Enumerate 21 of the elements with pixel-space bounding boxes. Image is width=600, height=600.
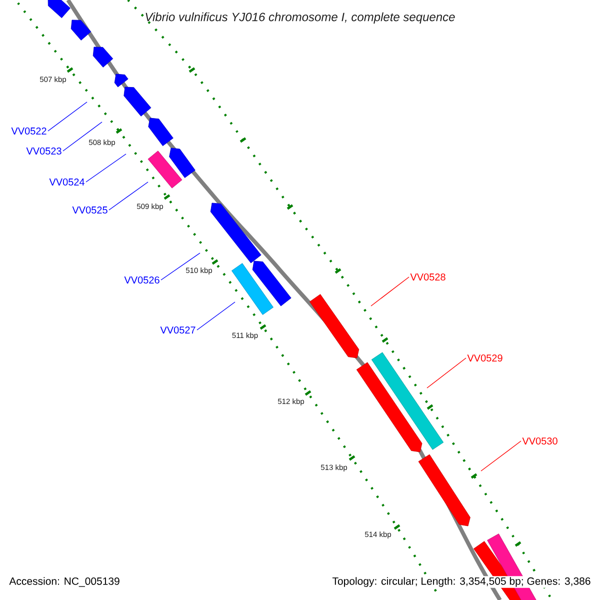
leader-line (62, 122, 102, 152)
gene-label: VV0525 (72, 206, 108, 214)
leader-line (426, 358, 466, 388)
gene-label: VV0528 (410, 273, 446, 281)
leader-line (480, 440, 522, 472)
gene-label: VV0523 (26, 147, 62, 155)
gene-label: VV0527 (160, 326, 196, 334)
gene-label: VV0522 (11, 127, 46, 135)
leader-line (196, 302, 236, 330)
leader-line (48, 102, 88, 132)
gene-label: VV0524 (49, 178, 84, 186)
gene-label: VV0530 (522, 437, 558, 445)
gene-label: VV0526 (124, 276, 160, 284)
gene-label: VV0529 (467, 354, 502, 362)
leader-line (86, 154, 126, 182)
leader-line (108, 182, 148, 210)
leader-line (370, 276, 410, 306)
footer-text: Accession: NC_005139 (9, 577, 120, 587)
title: Vibrio vulnificus YJ016 chromosome I, complete sequence (146, 12, 455, 24)
footer-text: Topology: circular; Length: 3,354,505 bp; Genes: 3,386 (331, 576, 592, 588)
leader-line (160, 252, 200, 280)
